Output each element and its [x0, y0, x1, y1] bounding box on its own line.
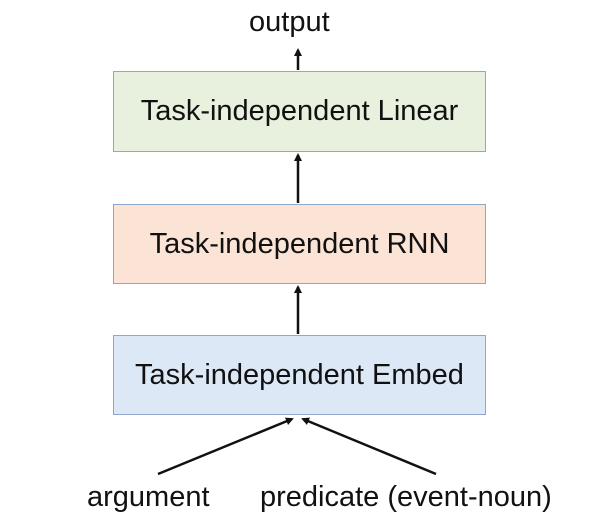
arrow-predicate-to-embed — [301, 417, 437, 476]
output-label: output — [249, 6, 330, 38]
layer-rnn-box: Task-independent RNN — [113, 204, 486, 284]
layer-embed-box: Task-independent Embed — [113, 335, 486, 415]
input-predicate-label: predicate (event-noun) — [260, 481, 552, 513]
arrow-argument-to-embed — [157, 417, 294, 476]
layer-linear-box: Task-independent Linear — [113, 71, 486, 152]
input-argument-label: argument — [87, 481, 210, 513]
